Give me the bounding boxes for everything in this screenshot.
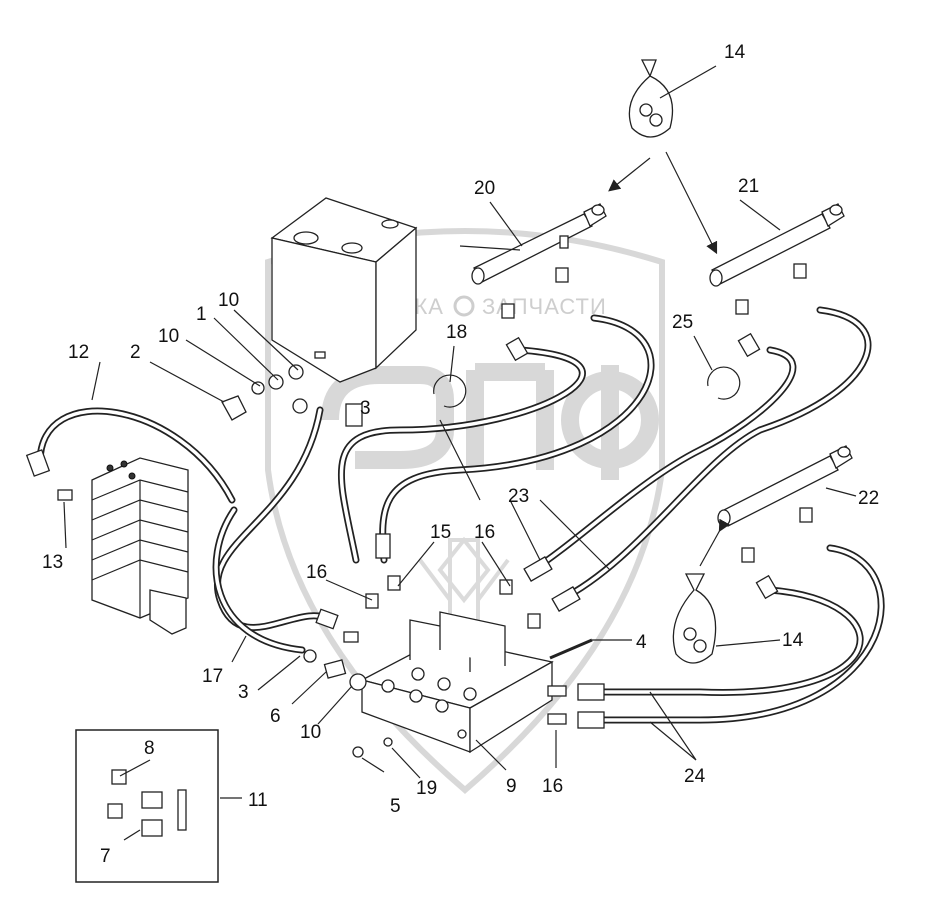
callout-16-left: 16 bbox=[306, 562, 327, 583]
hydraulic-tank bbox=[270, 197, 418, 383]
manifold-block bbox=[360, 611, 554, 754]
callout-19: 19 bbox=[416, 778, 437, 799]
callout-13: 13 bbox=[42, 552, 63, 573]
callout-4: 4 bbox=[636, 632, 647, 653]
callout-14-lower: 14 bbox=[782, 630, 804, 651]
leader-lines bbox=[63, 65, 857, 841]
callout-6: 6 bbox=[270, 706, 281, 727]
gear-icon bbox=[453, 295, 475, 317]
callout-10-left: 10 bbox=[158, 326, 179, 347]
callout-18: 18 bbox=[446, 322, 467, 343]
callout-25: 25 bbox=[672, 312, 693, 333]
callout-12: 12 bbox=[68, 342, 89, 363]
valve-section-stack bbox=[91, 457, 189, 635]
callout-10-lower: 10 bbox=[300, 722, 321, 743]
callout-labels: 1 2 3 3 4 5 6 7 8 9 10 10 10 11 12 13 14… bbox=[42, 42, 879, 867]
inset-box bbox=[75, 729, 219, 883]
callout-3-lower: 3 bbox=[238, 682, 249, 703]
callout-15: 15 bbox=[430, 522, 451, 543]
hydraulic-cylinder-20 bbox=[471, 203, 607, 285]
callout-14-upper: 14 bbox=[724, 42, 746, 63]
callout-16-center: 16 bbox=[474, 522, 495, 543]
callout-16-lower: 16 bbox=[542, 776, 563, 797]
callout-24: 24 bbox=[684, 766, 706, 787]
callout-22: 22 bbox=[858, 488, 879, 509]
callout-1: 1 bbox=[196, 304, 207, 325]
callout-3-upper: 3 bbox=[360, 398, 371, 419]
callout-8: 8 bbox=[144, 738, 155, 759]
parts-bag-upper bbox=[628, 59, 674, 138]
callout-17: 17 bbox=[202, 666, 223, 687]
callout-9: 9 bbox=[506, 776, 517, 797]
callout-10-top: 10 bbox=[218, 290, 239, 311]
callout-11: 11 bbox=[248, 790, 268, 811]
callout-5: 5 bbox=[390, 796, 401, 817]
callout-21: 21 bbox=[738, 176, 759, 197]
hydraulic-cylinder-21 bbox=[709, 203, 845, 287]
callout-23: 23 bbox=[508, 486, 529, 507]
callout-7: 7 bbox=[100, 846, 111, 867]
parts-bag-lower bbox=[672, 573, 717, 664]
callout-20: 20 bbox=[474, 178, 495, 199]
hoses bbox=[36, 306, 885, 724]
hydraulic-cylinder-22 bbox=[717, 445, 853, 527]
callout-2: 2 bbox=[130, 342, 141, 363]
fittings bbox=[25, 263, 813, 758]
watermark-right-text: ЗАПЧАСТИ bbox=[482, 294, 607, 319]
